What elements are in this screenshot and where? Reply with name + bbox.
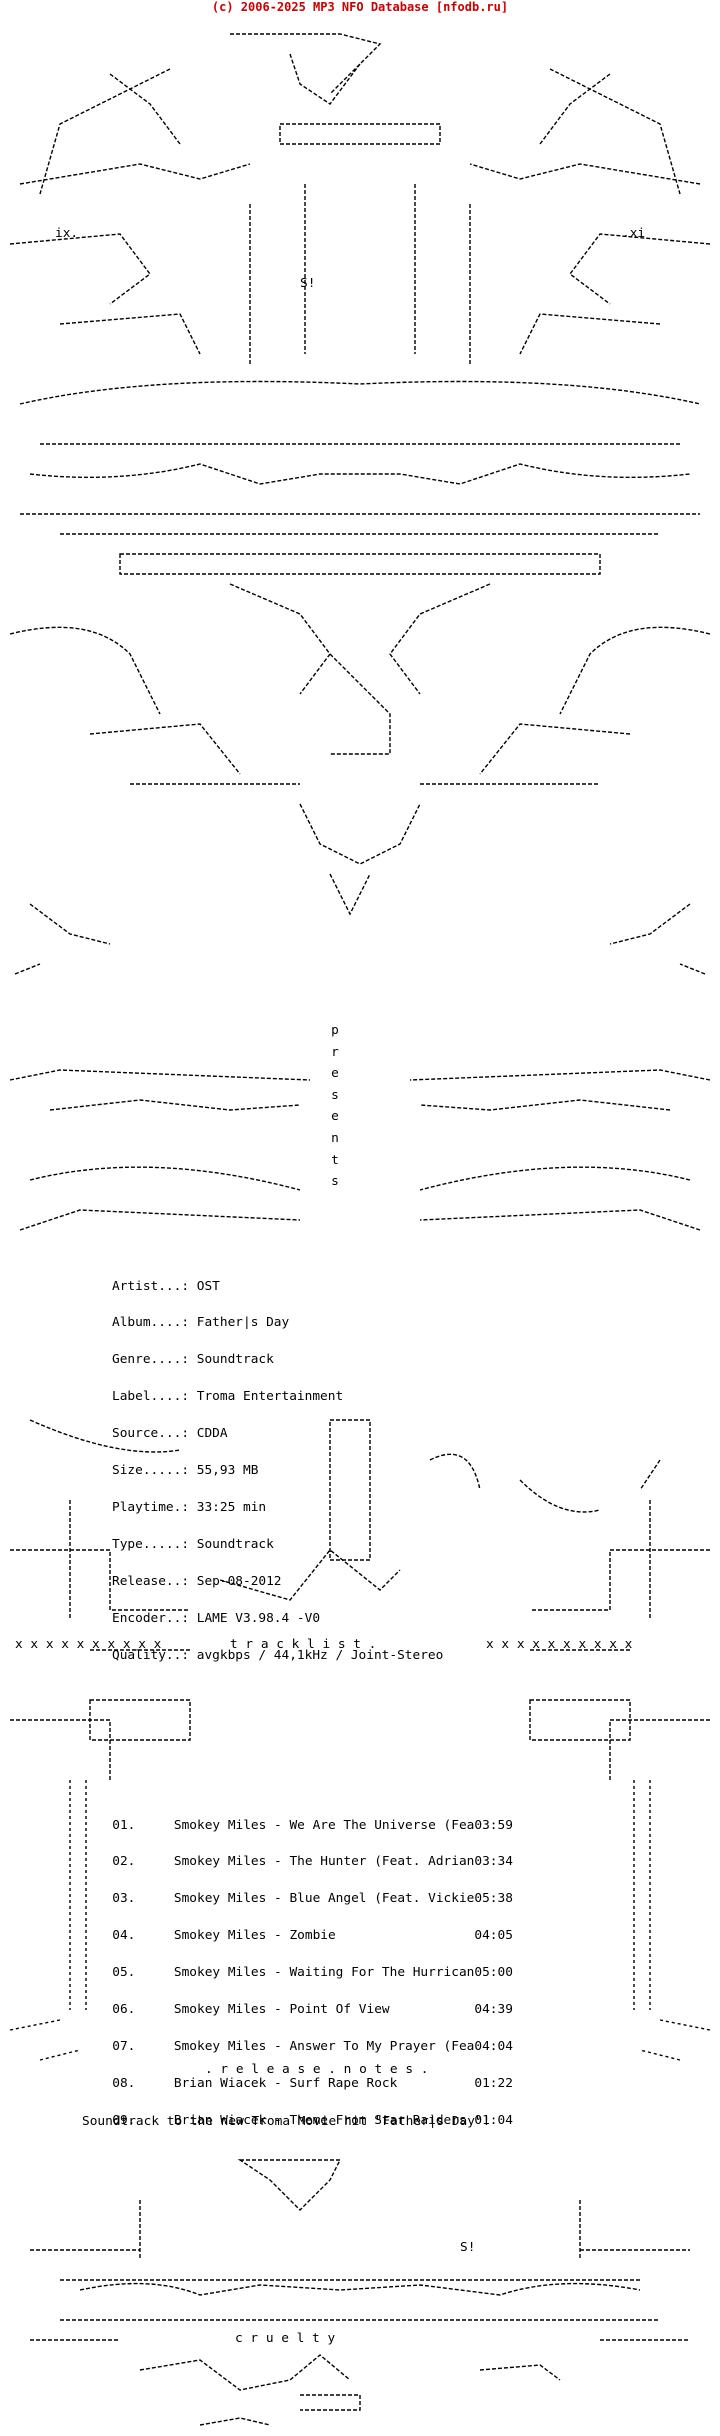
info-key: Source...:: [112, 1426, 190, 1442]
track-row: 03. Smokey Miles - Blue Angel (Feat. Vic…: [66, 1891, 513, 1907]
track-number: 06.: [112, 2002, 136, 2018]
top-left-mark: ix.: [55, 226, 79, 241]
info-row: Label....: Troma Entertainment: [112, 1389, 443, 1405]
info-key: Size.....:: [112, 1463, 190, 1479]
track-number: 09.: [112, 2112, 136, 2128]
x-row-right: x x x x x x x x x x: [486, 1637, 633, 1652]
info-value: 55,93 MB: [196, 1463, 259, 1479]
presents-letter: s: [331, 1174, 339, 1190]
info-key: Release..:: [112, 1573, 190, 1589]
info-value: Sep-08-2012: [196, 1573, 282, 1589]
track-time: 04:04: [474, 2038, 513, 2054]
release-notes-header: . r e l e a s e . n o t e s .: [205, 2062, 429, 2077]
info-key: Label....:: [112, 1389, 190, 1405]
info-value: 33:25 min: [196, 1499, 267, 1515]
track-number: 01.: [112, 1817, 136, 1833]
bottom-tag: S!: [460, 2240, 476, 2255]
bottom-logo-art: S! c r u e l t y: [0, 2140, 720, 2436]
track-row: 07. Smokey Miles - Answer To My Prayer (…: [66, 2038, 513, 2054]
track-time: 05:00: [474, 1965, 513, 1981]
track-row: 05. Smokey Miles - Waiting For The Hurri…: [66, 1965, 513, 1981]
info-row: Encoder..: LAME V3.98.4 -V0: [112, 1610, 443, 1626]
track-time: 01:22: [474, 2075, 513, 2091]
track-title: Smokey Miles - Blue Angel (Feat. Vickie: [173, 1891, 475, 1907]
release-info: Artist...: OST Album....: Father|s Day G…: [112, 1256, 443, 1686]
presents-letter: e: [331, 1066, 339, 1082]
track-time: 03:34: [474, 1854, 513, 1870]
x-row-left: x x x x x x x x x x: [15, 1637, 162, 1652]
info-value: OST: [196, 1278, 220, 1294]
info-key: Quality..:: [112, 1647, 190, 1663]
info-row: Playtime.: 33:25 min: [112, 1499, 443, 1515]
track-title: Smokey Miles - Zombie: [173, 1928, 336, 1944]
track-title: Brian Wiacek - Surf Rape Rock: [173, 2075, 398, 2091]
track-title: Brian Wiacek - Theme From Star Raiders: [173, 2112, 467, 2128]
track-row: 09. Brian Wiacek - Theme From Star Raide…: [66, 2112, 513, 2128]
info-value: Father|s Day: [196, 1315, 290, 1331]
info-key: Album....:: [112, 1315, 190, 1331]
presents-letter: e: [331, 1109, 339, 1125]
track-number: 07.: [112, 2038, 136, 2054]
track-row: 02. Smokey Miles - The Hunter (Feat. Adr…: [66, 1854, 513, 1870]
info-row: Genre....: Soundtrack: [112, 1352, 443, 1368]
info-row: Quality..: avgkbps / 44,1kHz / Joint-Ste…: [112, 1647, 444, 1663]
tracklist-frame-art: [0, 1780, 720, 2080]
presents-letter: s: [331, 1087, 339, 1103]
top-ascii-art: ix. .xi S!: [0, 14, 720, 994]
track-row: 08. Brian Wiacek - Surf Rape Rock 01:22: [66, 2075, 513, 2091]
info-key: Encoder..:: [112, 1610, 190, 1626]
info-row: Type.....: Soundtrack: [112, 1536, 443, 1552]
top-center-tag: S!: [300, 276, 316, 291]
info-row: Artist...: OST: [112, 1278, 443, 1294]
info-value: avgkbps / 44,1kHz / Joint-Stereo: [196, 1647, 444, 1663]
info-key: Playtime.:: [112, 1499, 190, 1515]
copyright-credit: (c) 2006-2025 MP3 NFO Database [nfodb.ru…: [211, 0, 509, 14]
presents-vertical-text: p r e s e n t s: [325, 1020, 345, 1193]
info-row: Size.....: 55,93 MB: [112, 1463, 443, 1479]
info-value: Troma Entertainment: [196, 1389, 344, 1405]
track-title: Smokey Miles - Answer To My Prayer (Fea: [173, 2038, 475, 2054]
tracklist-header-art: x x x x x x x x x x t r a c k l i s t . …: [0, 1400, 720, 1780]
track-row: 04. Smokey Miles - Zombie 04:05: [66, 1928, 513, 1944]
info-value: CDDA: [196, 1426, 228, 1442]
info-value: LAME V3.98.4 -V0: [196, 1610, 321, 1626]
top-right-mark: .xi: [622, 226, 646, 241]
info-key: Genre....:: [112, 1352, 190, 1368]
info-key: Artist...:: [112, 1278, 190, 1294]
group-name: c r u e l t y: [235, 2331, 336, 2346]
track-time: 01:04: [474, 2112, 513, 2128]
track-number: 05.: [112, 1965, 136, 1981]
mid-ascii-art: [0, 1060, 720, 1260]
info-key: Type.....:: [112, 1536, 190, 1552]
tracklist-header: t r a c k l i s t .: [230, 1637, 377, 1652]
track-time: 04:05: [474, 1928, 513, 1944]
track-number: 08.: [112, 2075, 136, 2091]
release-notes-text: Soundtrack to the new Troma Movie hit "F…: [82, 2114, 491, 2129]
presents-letter: n: [331, 1130, 339, 1146]
info-row: Source...: CDDA: [112, 1426, 443, 1442]
track-time: 05:38: [474, 1891, 513, 1907]
track-number: 02.: [112, 1854, 136, 1870]
track-title: Smokey Miles - The Hunter (Feat. Adrian: [173, 1854, 475, 1870]
track-number: 03.: [112, 1891, 136, 1907]
track-time: 04:39: [474, 2002, 513, 2018]
track-title: Smokey Miles - Point Of View: [173, 2002, 390, 2018]
info-value: Soundtrack: [196, 1536, 274, 1552]
track-time: 03:59: [474, 1817, 513, 1833]
info-value: Soundtrack: [196, 1352, 274, 1368]
presents-letter: p: [331, 1023, 339, 1038]
presents-letter: r: [331, 1044, 339, 1060]
track-number: 04.: [112, 1928, 136, 1944]
presents-letter: t: [331, 1152, 339, 1168]
info-row: Release..: Sep-08-2012: [112, 1573, 443, 1589]
track-title: Smokey Miles - Waiting For The Hurrican: [173, 1965, 475, 1981]
track-title: Smokey Miles - We Are The Universe (Fea: [173, 1817, 475, 1833]
track-row: 01. Smokey Miles - We Are The Universe (…: [66, 1817, 513, 1833]
info-row: Album....: Father|s Day: [112, 1315, 443, 1331]
track-row: 06. Smokey Miles - Point Of View 04:39: [66, 2002, 513, 2018]
tracklist: 01. Smokey Miles - We Are The Universe (…: [66, 1795, 513, 2152]
